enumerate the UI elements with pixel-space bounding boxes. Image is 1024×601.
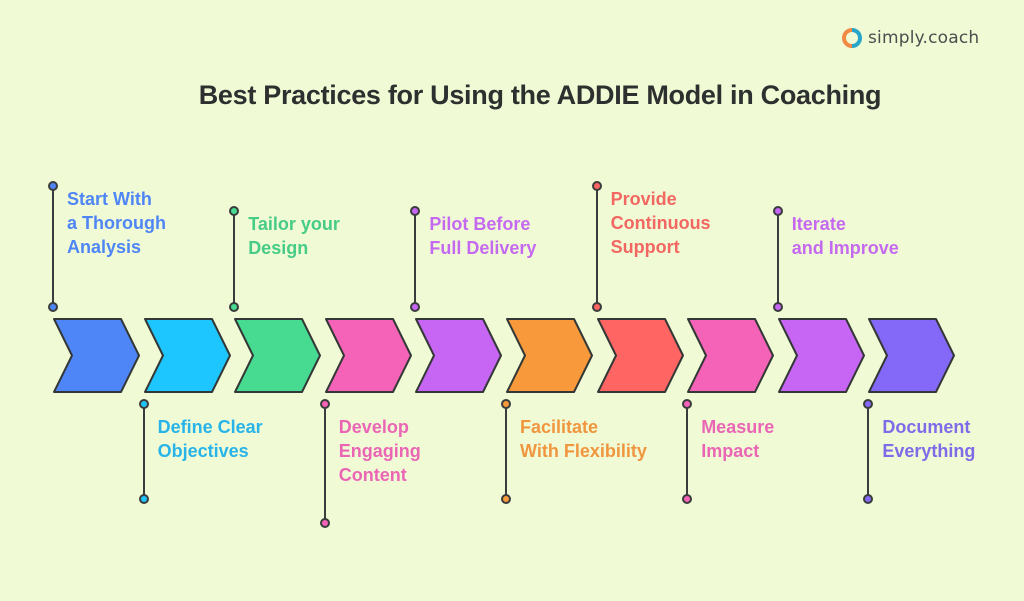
- callout-line: [323, 404, 326, 523]
- step-label: Document Everything: [882, 417, 976, 461]
- step-chevron: [53, 318, 140, 393]
- callout-line: [505, 404, 507, 499]
- page-title: Best Practices for Using the ADDIE Model…: [198, 80, 882, 110]
- callout-dot: [229, 302, 240, 312]
- step-chevron: [143, 318, 231, 393]
- callout-dot: [591, 181, 602, 191]
- callout-dot: [863, 494, 874, 504]
- callout-dot: [591, 302, 602, 312]
- callout-line: [414, 211, 417, 307]
- brand-name: simply.coach: [868, 28, 980, 48]
- callout-dot: [772, 302, 783, 312]
- step-chevron: [324, 318, 412, 393]
- step-label: Tailor your Design: [248, 214, 340, 258]
- callout-dot: [319, 399, 330, 409]
- callout-dot: [48, 302, 58, 312]
- step-chevron: [506, 318, 593, 393]
- callout-dot: [501, 399, 511, 409]
- callout-dot: [682, 494, 693, 504]
- step-label: Start With a Thorough Analysis: [67, 189, 166, 257]
- callout-line: [595, 186, 598, 307]
- callout-line: [686, 404, 689, 499]
- callout-line: [776, 211, 779, 307]
- step-label: Iterate and Improve: [791, 214, 899, 258]
- callout-line: [867, 404, 870, 499]
- step-chevron: [596, 318, 684, 393]
- callout-dot: [319, 518, 330, 528]
- step-label: Facilitate With Flexibility: [520, 417, 647, 461]
- step-chevron: [415, 318, 503, 393]
- callout-dot: [138, 494, 149, 504]
- brand-logo: simply.coach: [842, 28, 979, 48]
- callout-dot: [410, 302, 421, 312]
- simply-coach-logo-icon: [842, 28, 862, 48]
- step-label: Provide Continuous Support: [610, 189, 711, 257]
- callout-dot: [410, 206, 421, 216]
- step-label: Develop Engaging Content: [338, 417, 421, 485]
- callout-dot: [682, 399, 693, 409]
- step-label: Pilot Before Full Delivery: [429, 214, 537, 258]
- callout-dot: [501, 494, 511, 504]
- callout-dot: [48, 181, 58, 191]
- callout-line: [52, 186, 54, 307]
- step-label: Measure Impact: [701, 417, 775, 461]
- step-chevron: [777, 318, 865, 393]
- callout-dot: [138, 399, 149, 409]
- callout-dot: [772, 206, 783, 216]
- step-chevron: [687, 318, 775, 393]
- step-chevron: [868, 318, 956, 393]
- step-label: Define Clear Objectives: [157, 417, 263, 461]
- callout-dot: [863, 399, 874, 409]
- callout-dot: [229, 206, 240, 216]
- callout-line: [142, 404, 145, 499]
- callout-line: [233, 211, 236, 307]
- step-chevron: [234, 318, 322, 393]
